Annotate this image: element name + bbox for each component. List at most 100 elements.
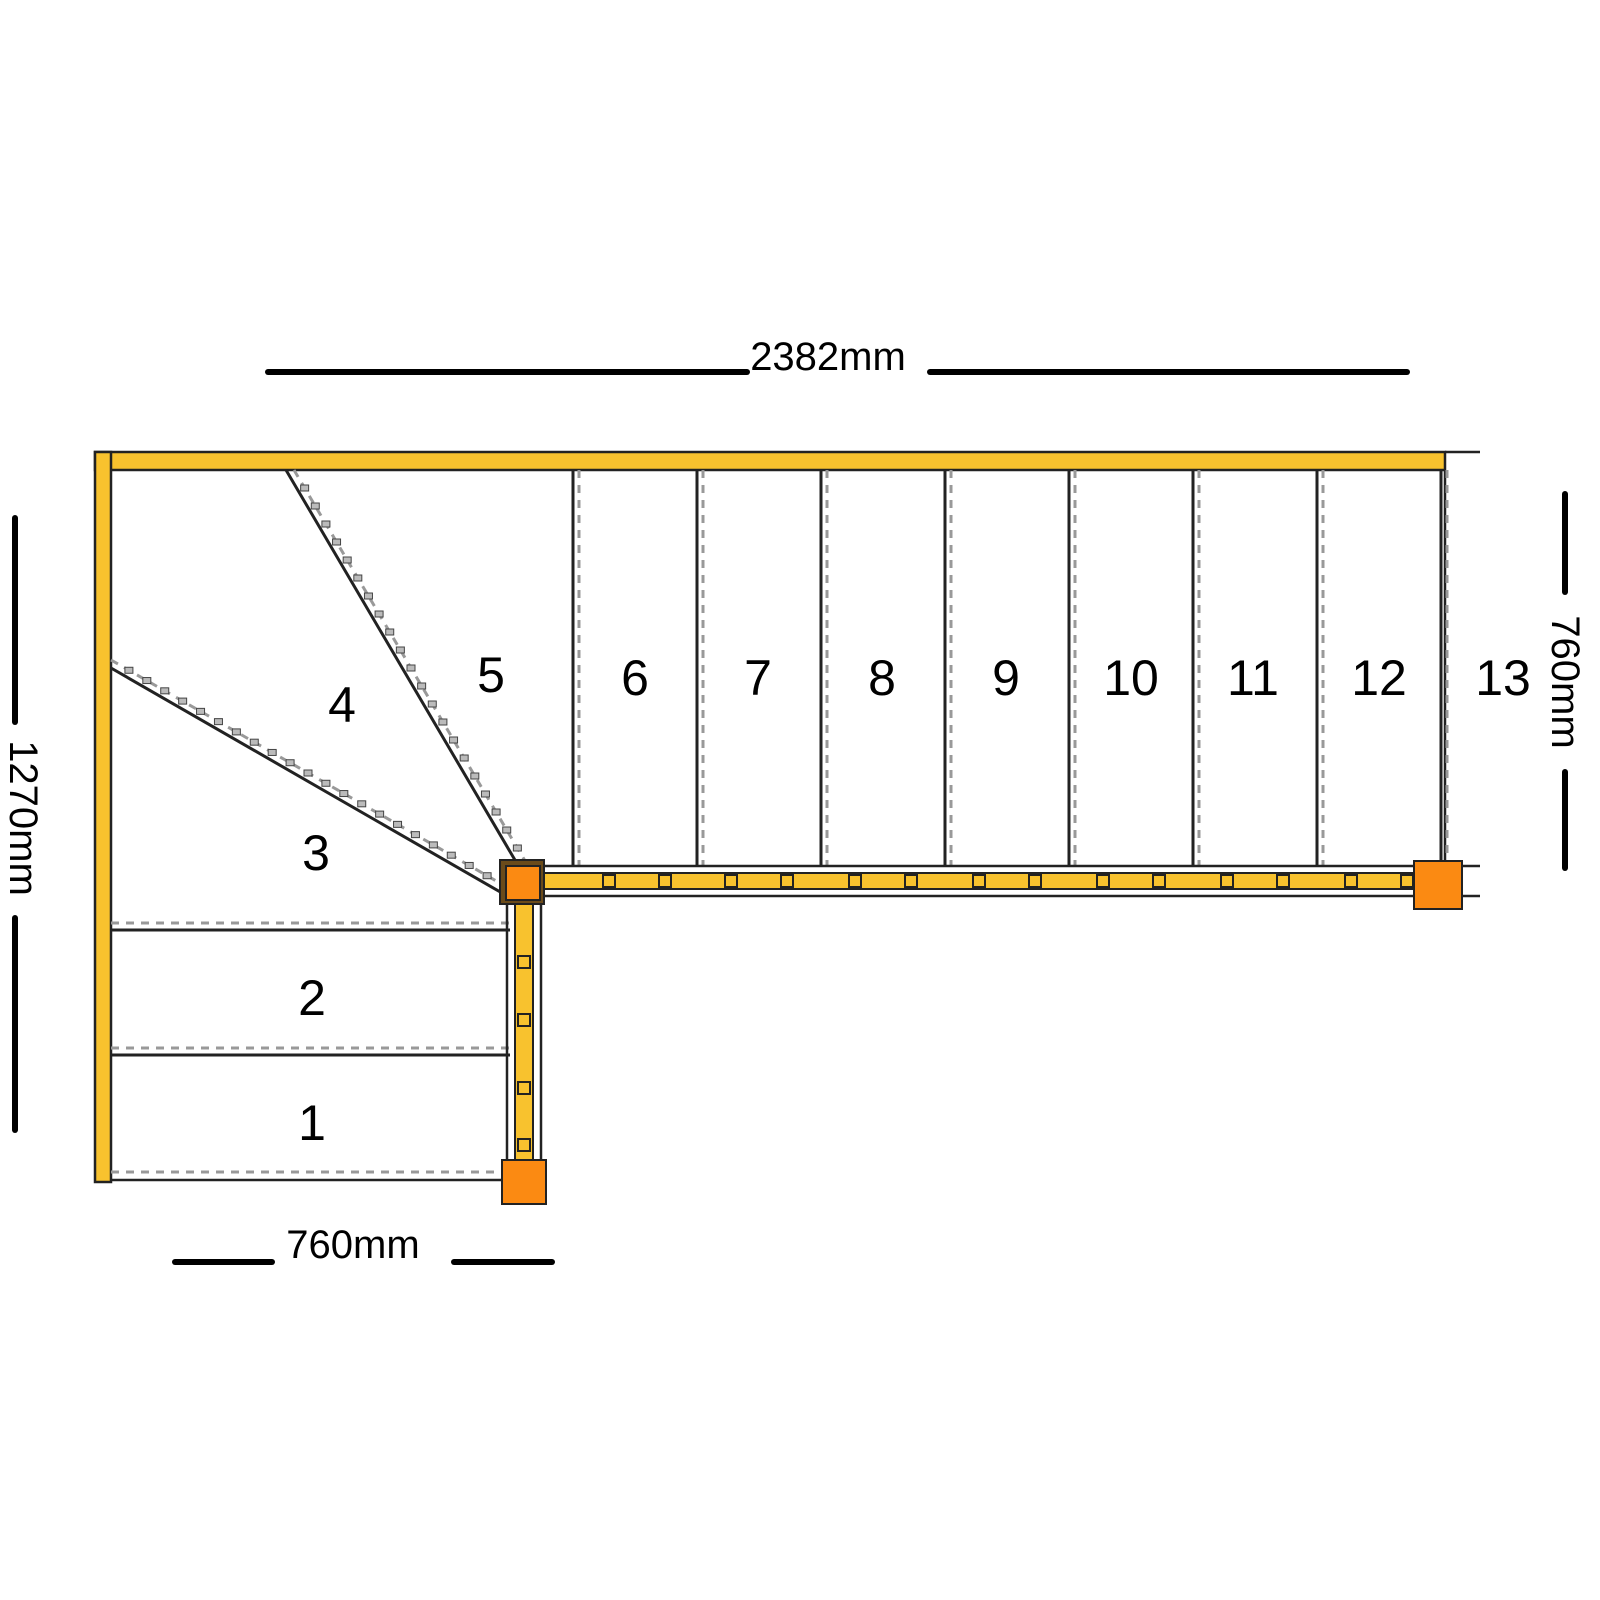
winder-tick (385, 628, 395, 636)
balustrade-straight (524, 864, 1480, 898)
baluster (780, 874, 794, 888)
step-number-13: 13 (1475, 650, 1531, 706)
step-number-9: 9 (992, 650, 1020, 706)
baluster (1344, 874, 1358, 888)
baluster (1276, 874, 1290, 888)
winder-tick (267, 748, 277, 756)
winder-tick (427, 700, 437, 708)
winder-line-4-5 (284, 469, 524, 873)
dimension-total-length: 2382mm (265, 335, 1410, 379)
winder-tick (470, 772, 480, 780)
winder-tick (339, 790, 349, 798)
step-number-4: 4 (328, 677, 356, 733)
dimension-label-total-length: 2382mm (750, 335, 906, 379)
newel-post-bottom-end (501, 1159, 547, 1205)
step-number-12: 12 (1351, 650, 1407, 706)
winder-tick (491, 808, 501, 816)
winder-tick (285, 759, 295, 767)
baluster (1028, 874, 1042, 888)
baluster (517, 1013, 531, 1027)
dimension-total-depth: 1270mm (1, 515, 45, 1133)
step-number-10: 10 (1103, 650, 1159, 706)
winder-tick (196, 707, 206, 715)
winder-tick (410, 831, 420, 839)
baluster (848, 874, 862, 888)
baluster (1220, 874, 1234, 888)
baluster (1400, 874, 1414, 888)
baluster (658, 874, 672, 888)
wall-string-top (93, 450, 1447, 472)
winder-tick (374, 610, 384, 618)
winder-tick (357, 800, 367, 808)
step-number-2: 2 (298, 970, 326, 1026)
winder-tick (178, 697, 188, 705)
winder-line-3-4 (110, 666, 503, 895)
dimension-flight-width-right: 760mm (1543, 491, 1587, 871)
step-numbers: 1 2 3 4 5 6 7 8 9 10 11 12 13 (298, 647, 1531, 1151)
winder-tick (231, 728, 241, 736)
winder-tick (310, 502, 320, 510)
straight-flight-treads (571, 470, 1449, 866)
winder-tick (480, 790, 490, 798)
winder-tick (438, 718, 448, 726)
winder-tick (124, 666, 134, 674)
winder-tick (353, 574, 363, 582)
winder-tick (406, 664, 416, 672)
baluster (517, 955, 531, 969)
winder-tick (142, 677, 152, 685)
winder-tick (213, 718, 223, 726)
baluster (517, 1081, 531, 1095)
winder-tick (375, 810, 385, 818)
baluster (1096, 874, 1110, 888)
winder-tick (342, 556, 352, 564)
winder-tick (393, 820, 403, 828)
winder-tick (321, 779, 331, 787)
winder-tick (428, 841, 438, 849)
step-number-1: 1 (298, 1095, 326, 1151)
winder-tick (512, 844, 522, 852)
balustrade-bottom (505, 879, 543, 1180)
baluster (724, 874, 738, 888)
baluster (517, 1138, 531, 1152)
balusters-straight (602, 874, 1414, 888)
step-number-3: 3 (302, 825, 330, 881)
baluster (1152, 874, 1166, 888)
step-number-11: 11 (1227, 650, 1279, 706)
winder-tick (417, 682, 427, 690)
winder-tick (303, 769, 313, 777)
winder-tick (300, 484, 310, 492)
winder-tick (160, 687, 170, 695)
newel-posts (499, 859, 1463, 1205)
wall-strings (93, 450, 1447, 1184)
plan-edges (111, 450, 1480, 1182)
newel-post-corner (505, 865, 541, 901)
winder-tick (464, 861, 474, 869)
winder-tick (395, 646, 405, 654)
winder-tick (482, 872, 492, 880)
step-number-8: 8 (868, 650, 896, 706)
winder-tick (332, 538, 342, 546)
winder-tick (449, 736, 459, 744)
winder-tick (363, 592, 373, 600)
balusters-bottom (517, 955, 531, 1152)
winder-tick (249, 738, 259, 746)
newel-post-top-end (1413, 860, 1463, 910)
bottom-flight-treads (111, 921, 510, 1174)
baluster (602, 874, 616, 888)
winder-tick (459, 754, 469, 762)
dimension-label-flight-width-bottom: 760mm (286, 1223, 419, 1267)
winder-treads (110, 469, 530, 895)
winder-tick (321, 520, 331, 528)
winder-tick (502, 826, 512, 834)
step-number-5: 5 (477, 647, 505, 703)
dimension-label-total-depth: 1270mm (1, 740, 45, 896)
baluster (972, 874, 986, 888)
dimension-flight-width-bottom: 760mm (172, 1223, 555, 1267)
step-number-6: 6 (621, 650, 649, 706)
step-number-7: 7 (744, 650, 772, 706)
winder-tick (446, 851, 456, 859)
dimension-label-flight-width-right: 760mm (1543, 615, 1587, 748)
wall-string-left (93, 450, 113, 1184)
baluster (904, 874, 918, 888)
